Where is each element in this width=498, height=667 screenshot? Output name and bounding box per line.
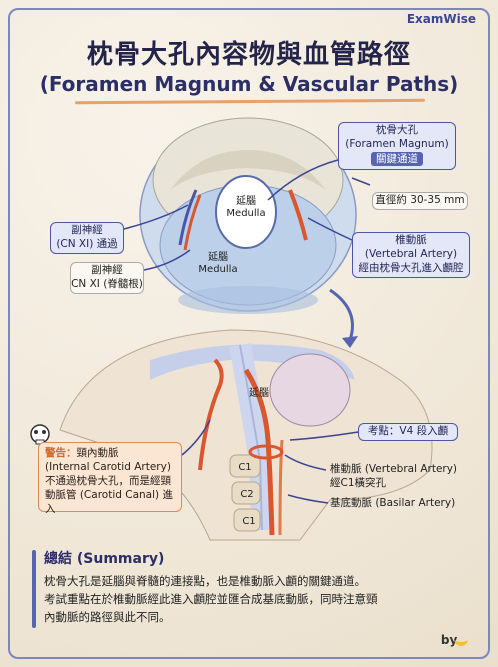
medulla-center-label: 延腦 Medulla [222, 196, 270, 220]
page-title: 枕骨大孔內容物與血管路徑 [86, 40, 411, 70]
summary-line2: 考試重點在於椎動脈經此進入顱腔並匯合成基底動脈，同時注意頸 [44, 592, 378, 606]
brand-logo: ExamWise [406, 12, 476, 26]
medulla-small-label: 延腦 [249, 388, 269, 399]
medulla-lower-en: Medulla [198, 264, 238, 275]
page-subtitle: (Foramen Magnum & Vascular Paths) [39, 72, 459, 96]
sagittal-view [59, 329, 433, 541]
exam-point-box: 考點：V4 段入顱 [358, 423, 458, 441]
basilar-artery-label: 基底動脈 (Basilar Artery) [330, 497, 456, 509]
accessory-nerve-box: 副神經 (CN XI) 通過 [50, 222, 124, 254]
vertebral-artery-box: 椎動脈 (Vertebral Artery) 經由枕骨大孔進入顱腔 [352, 232, 470, 278]
warning-line3: 不通過枕骨大孔，而是經頸 [45, 475, 171, 487]
warning-line4: 動脈管 (Carotid Canal) 進入 [45, 489, 173, 515]
warning-line1: 頸內動脈 [76, 447, 119, 459]
vertebra-c1-lower-label: C1 [242, 516, 256, 527]
page-frame [8, 8, 490, 659]
spinal-root-label-en: CN XI (脊髓根) [71, 278, 143, 290]
medulla-center-zh: 延腦 [236, 196, 256, 207]
vertebral-label-zh: 椎動脈 [395, 234, 427, 246]
vertebra-c1-label: C1 [238, 462, 252, 473]
vertebral-side-line2: 經C1橫突孔 [330, 477, 387, 489]
signature: by [441, 633, 474, 647]
summary-line3: 內動脈的路徑與此不同。 [44, 610, 171, 624]
banana-icon [454, 634, 468, 646]
summary-text: 枕骨大孔是延腦與脊髓的連接點，也是椎動脈入顱的關鍵通道。 考試重點在於椎動脈經此… [44, 572, 470, 626]
accessory-label-zh: 副神經 [71, 224, 103, 236]
accessory-label-en: (CN XI) 通過 [56, 238, 118, 250]
summary-title: 總結 (Summary) [44, 551, 165, 567]
vertebral-side-label: 椎動脈 (Vertebral Artery) 經C1橫突孔 [330, 462, 480, 490]
spinal-root-box: 副神經 CN XI (脊髓根) [70, 262, 144, 294]
summary-accent-bar [32, 550, 36, 628]
skull-base-view [139, 117, 357, 314]
foramen-label-zh: 枕骨大孔 [376, 124, 418, 136]
vertebra-c2-label: C2 [240, 489, 254, 500]
vertebral-label-note: 經由枕骨大孔進入顱腔 [358, 262, 464, 274]
foramen-magnum-box: 枕骨大孔 (Foramen Magnum) 關鍵通道 [338, 122, 456, 170]
warning-label: 警告： [45, 447, 77, 459]
signature-text: by [440, 633, 458, 647]
medulla-lower-zh: 延腦 [208, 252, 228, 263]
summary-section: 總結 (Summary) 枕骨大孔是延腦與脊髓的連接點，也是椎動脈入顱的關鍵通道… [32, 548, 470, 628]
diameter-label: 直徑約 30-35 mm [372, 192, 468, 210]
key-channel-tag: 關鍵通道 [371, 152, 423, 166]
warning-box: 警告：頸內動脈 (Internal Carotid Artery) 不通過枕骨大… [38, 442, 182, 515]
spinal-root-label-zh: 副神經 [91, 264, 123, 276]
vertebral-label-en: (Vertebral Artery) [364, 248, 458, 260]
vertebral-side-line1: 椎動脈 (Vertebral Artery) [330, 463, 458, 475]
medulla-lower-label: 延腦 Medulla [194, 252, 242, 276]
warning-line2: (Internal Carotid Artery) [45, 461, 171, 473]
summary-line1: 枕骨大孔是延腦與脊髓的連接點，也是椎動脈入顱的關鍵通道。 [44, 574, 366, 588]
foramen-label-en: (Foramen Magnum) [345, 138, 449, 150]
medulla-center-en: Medulla [226, 208, 266, 219]
